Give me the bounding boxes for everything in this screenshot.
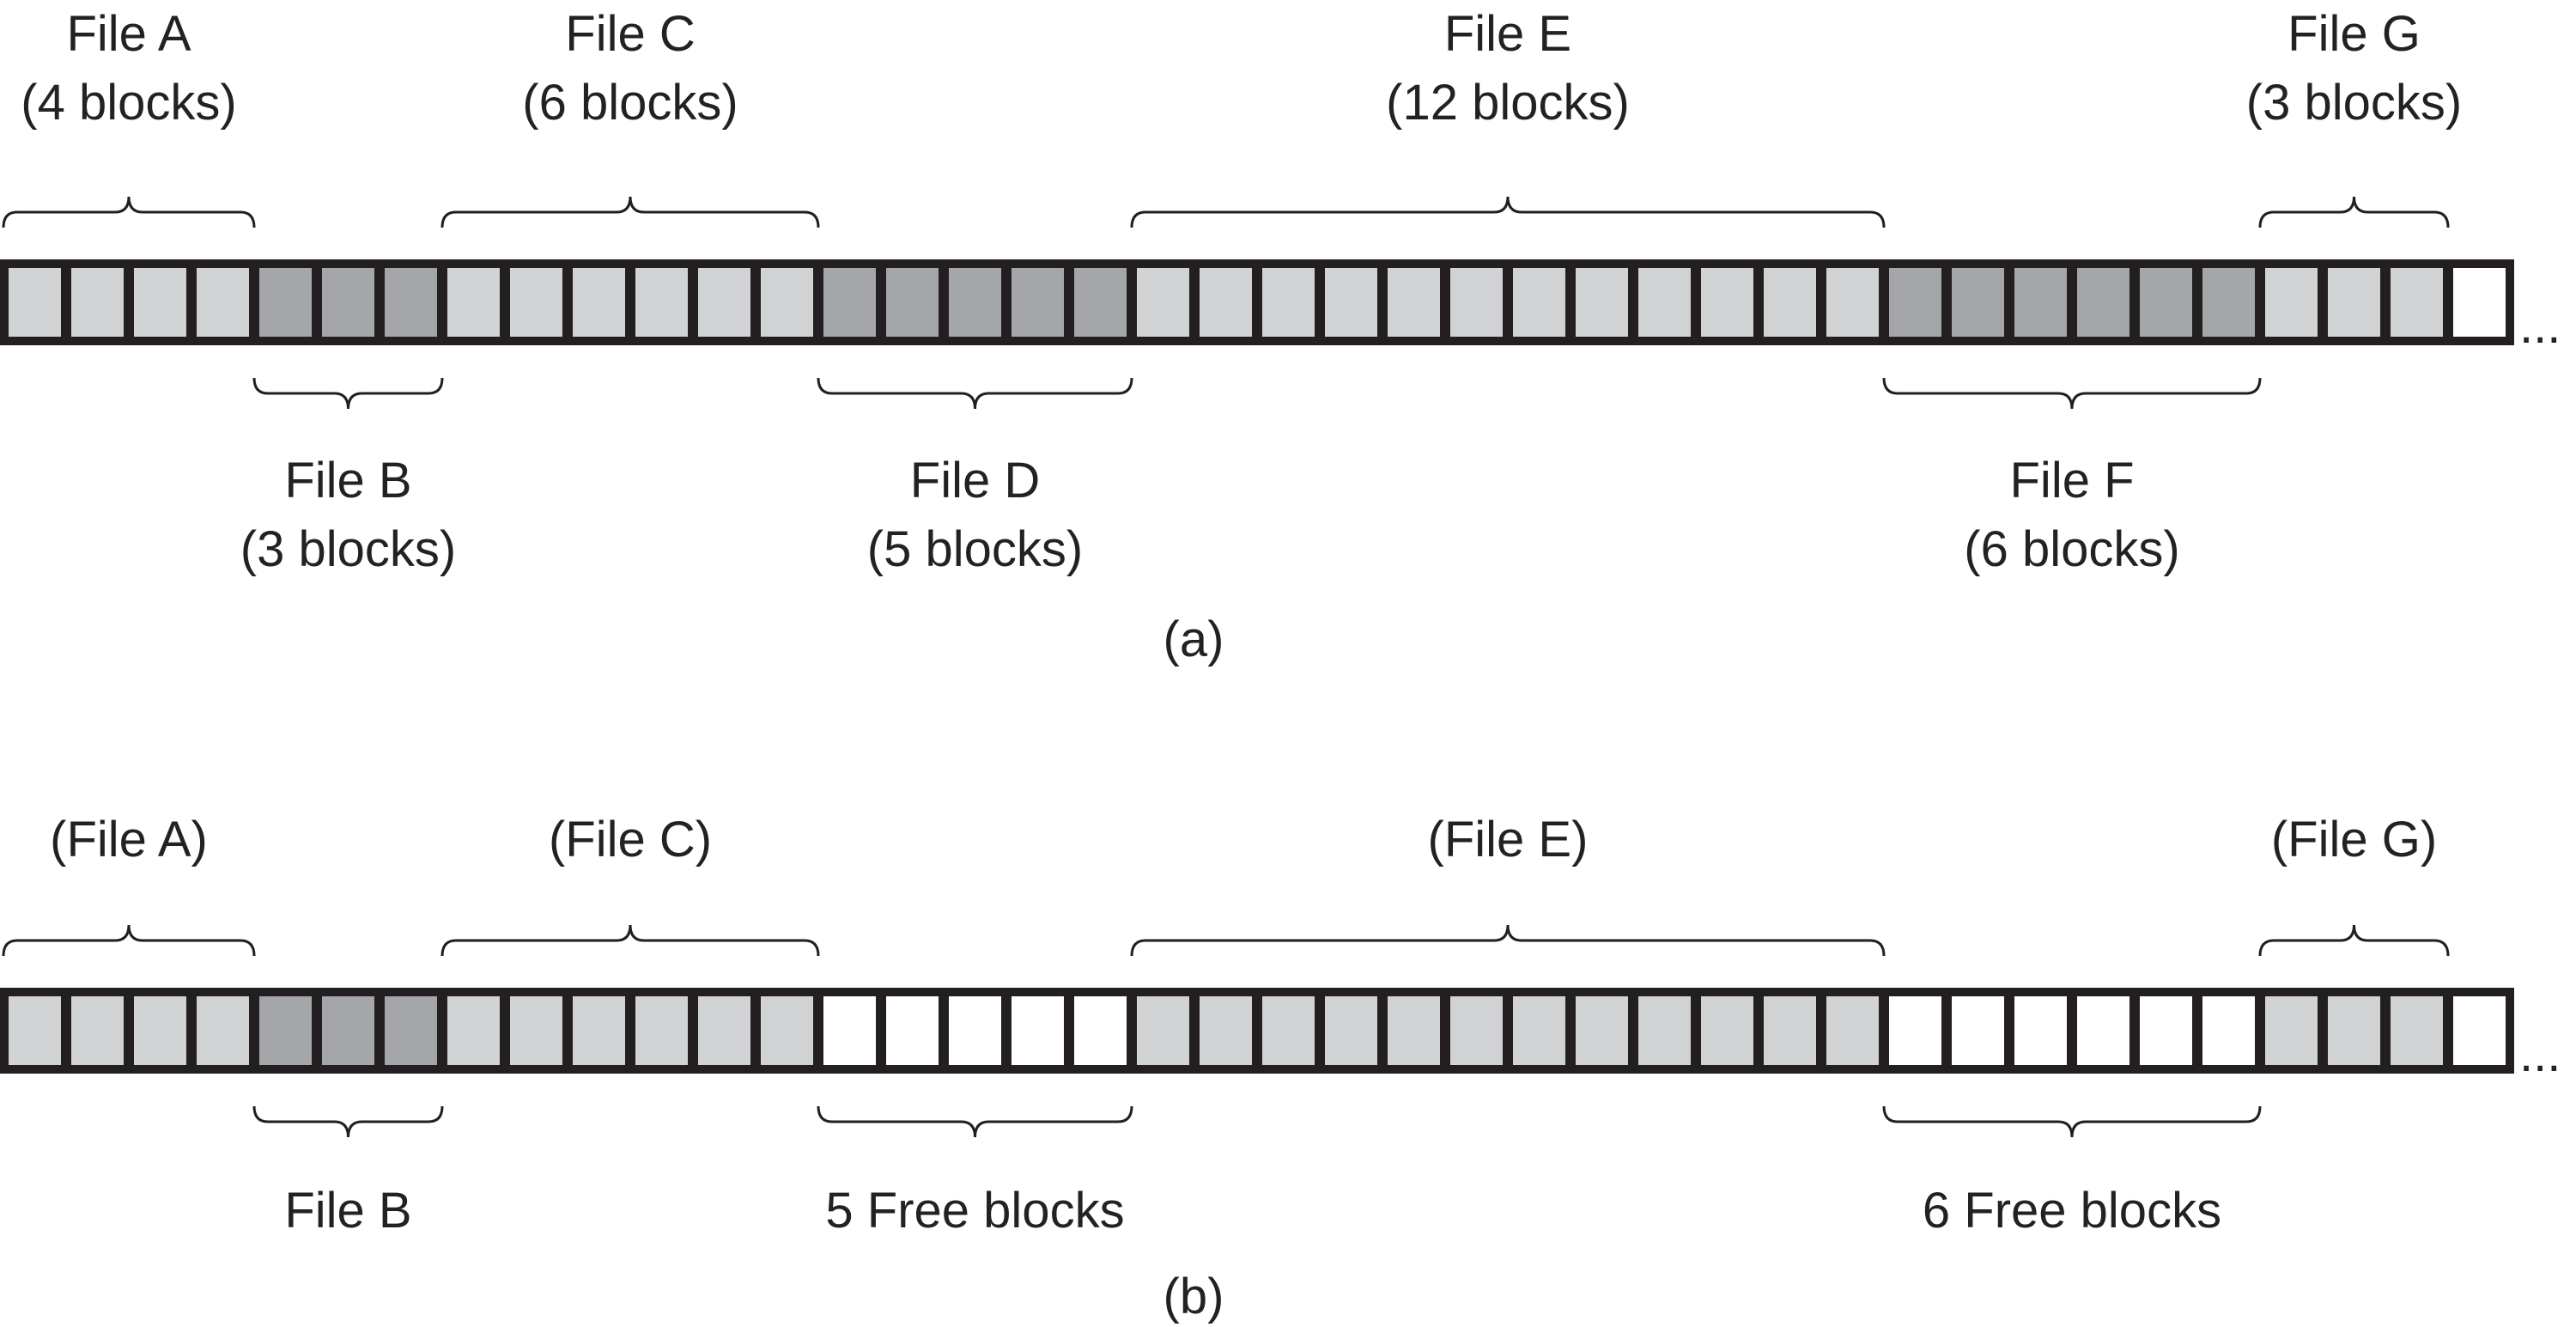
block-b-25 bbox=[1508, 991, 1571, 1070]
brace-b-seg6 bbox=[1882, 1105, 2262, 1138]
segment-name-b-seg4: 5 Free blocks bbox=[825, 1183, 1125, 1239]
brace-a-seg4 bbox=[817, 377, 1133, 410]
block-a-15 bbox=[881, 263, 944, 342]
segment-name-b-seg2: File B bbox=[284, 1183, 412, 1239]
brace-a-seg5 bbox=[1130, 196, 1886, 228]
brace-b-seg3 bbox=[440, 924, 820, 957]
ellipsis-b: ... bbox=[2519, 1026, 2561, 1082]
block-a-39 bbox=[2385, 263, 2448, 342]
brace-a-seg2 bbox=[252, 377, 444, 410]
block-b-13 bbox=[756, 991, 818, 1070]
block-a-5 bbox=[254, 263, 317, 342]
strip-frame-a bbox=[0, 259, 2514, 345]
segment-label-a-seg3: File C (6 blocks) bbox=[373, 0, 888, 137]
segment-label-a-seg1: File A (4 blocks) bbox=[0, 0, 386, 137]
block-b-14 bbox=[818, 991, 881, 1070]
brace-a-seg1 bbox=[2, 196, 256, 228]
block-a-34 bbox=[2072, 263, 2135, 342]
segment-label-b-seg2: File B bbox=[91, 1177, 606, 1245]
segment-size-a-seg7: (3 blocks) bbox=[2245, 75, 2463, 131]
block-a-38 bbox=[2323, 263, 2385, 342]
segment-name-a-seg5: File E bbox=[1443, 6, 1572, 62]
segment-label-a-seg2: File B (3 blocks) bbox=[91, 447, 606, 584]
segment-name-b-seg6: 6 Free blocks bbox=[1922, 1183, 2222, 1239]
block-b-29 bbox=[1759, 991, 1821, 1070]
segment-size-a-seg1: (4 blocks) bbox=[21, 75, 237, 131]
block-a-7 bbox=[380, 263, 442, 342]
segment-name-a-seg4: File D bbox=[909, 453, 1041, 508]
brace-b-seg7 bbox=[2258, 924, 2450, 957]
block-b-38 bbox=[2323, 991, 2385, 1070]
brace-a-seg3 bbox=[440, 196, 820, 228]
brace-a-seg6 bbox=[1882, 377, 2262, 410]
segment-label-a-seg7: File G (3 blocks) bbox=[2097, 0, 2576, 137]
brace-b-seg5 bbox=[1130, 924, 1886, 957]
segment-name-a-seg3: File C bbox=[565, 6, 696, 62]
block-b-6 bbox=[317, 991, 380, 1070]
block-a-17 bbox=[1006, 263, 1069, 342]
brace-b-seg2 bbox=[252, 1105, 444, 1138]
segment-size-a-seg6: (6 blocks) bbox=[1964, 521, 2180, 577]
segment-label-b-seg6: 6 Free blocks bbox=[1814, 1177, 2330, 1245]
segment-label-a-seg5: File E (12 blocks) bbox=[1250, 0, 1765, 137]
segment-name-a-seg1: File A bbox=[66, 6, 191, 62]
segment-label-b-seg7: (File G) bbox=[2097, 806, 2576, 874]
block-a-19 bbox=[1132, 263, 1194, 342]
caption-b: (b) bbox=[1163, 1269, 1224, 1324]
block-b-17 bbox=[1006, 991, 1069, 1070]
segment-name-b-seg7: (File G) bbox=[2270, 812, 2438, 867]
segment-label-b-seg3: (File C) bbox=[373, 806, 888, 874]
segment-name-a-seg6: File F bbox=[2009, 453, 2135, 508]
segment-label-a-seg6: File F (6 blocks) bbox=[1814, 447, 2330, 584]
segment-name-b-seg5: (File E) bbox=[1427, 812, 1589, 867]
segment-name-a-seg7: File G bbox=[2287, 6, 2421, 62]
block-b-24 bbox=[1445, 991, 1508, 1070]
segment-label-b-seg5: (File E) bbox=[1250, 806, 1765, 874]
brace-b-seg1 bbox=[2, 924, 256, 957]
strip-frame-b bbox=[0, 988, 2514, 1074]
segment-size-a-seg5: (12 blocks) bbox=[1386, 75, 1630, 131]
segment-label-a-seg4: File D (5 blocks) bbox=[718, 447, 1233, 584]
segment-size-a-seg3: (6 blocks) bbox=[522, 75, 738, 131]
block-b-10 bbox=[568, 991, 630, 1070]
segment-size-a-seg2: (3 blocks) bbox=[240, 521, 457, 577]
block-a-26 bbox=[1571, 263, 1633, 342]
segment-name-b-seg3: (File C) bbox=[548, 812, 713, 867]
block-b-37 bbox=[2260, 991, 2323, 1070]
segment-size-a-seg4: (5 blocks) bbox=[866, 521, 1084, 577]
block-b-3 bbox=[129, 991, 191, 1070]
segment-label-b-seg4: 5 Free blocks bbox=[718, 1177, 1233, 1245]
block-b-21 bbox=[1257, 991, 1320, 1070]
segment-name-b-seg1: (File A) bbox=[50, 812, 208, 867]
block-a-27 bbox=[1633, 263, 1696, 342]
brace-a-seg7 bbox=[2258, 196, 2450, 228]
caption-a: (a) bbox=[1163, 612, 1224, 667]
brace-b-seg4 bbox=[817, 1105, 1133, 1138]
block-b-11 bbox=[630, 991, 693, 1070]
block-a-4 bbox=[191, 263, 254, 342]
segment-name-a-seg2: File B bbox=[284, 453, 412, 508]
ellipsis-a: ... bbox=[2519, 298, 2561, 354]
segment-label-b-seg1: (File A) bbox=[0, 806, 386, 874]
